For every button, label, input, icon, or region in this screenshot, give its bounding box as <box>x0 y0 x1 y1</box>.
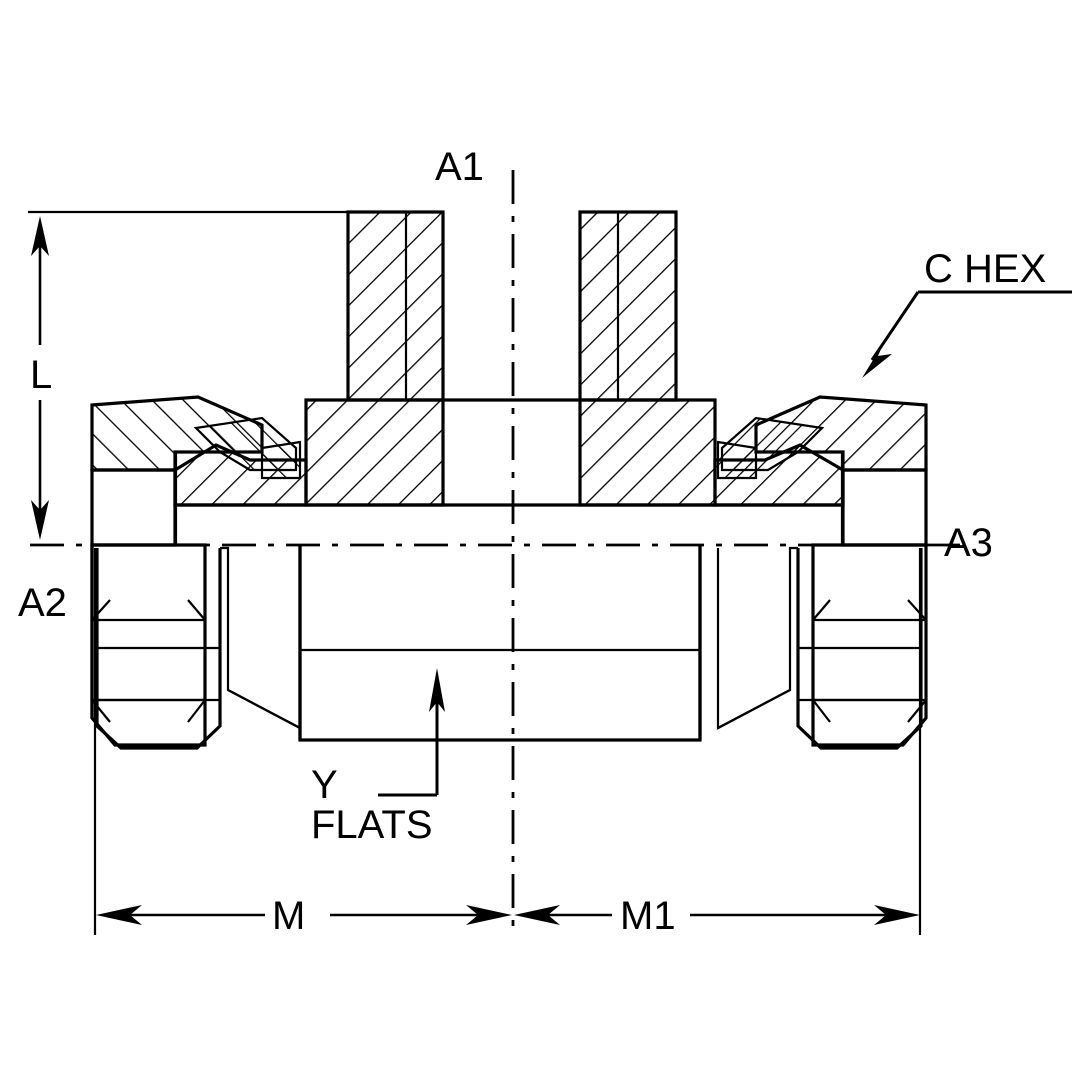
callout-A2: A2 <box>18 581 67 625</box>
dimension-label-A1: A1 <box>435 145 484 189</box>
M1-arrow-right <box>874 905 920 925</box>
c-hex-leader-angle <box>870 291 920 361</box>
L-arrow-up <box>31 216 49 256</box>
dimension-M-M1: M M1 <box>93 548 922 938</box>
dimension-L: L <box>28 210 352 540</box>
right-sleeve-nose <box>716 440 758 480</box>
callout-Y-FLATS: Y FLATS <box>311 668 445 847</box>
left-sleeve-nose <box>260 440 302 480</box>
centerlines <box>30 170 972 930</box>
right-nut-taper <box>716 546 798 730</box>
y-flats-arrowhead <box>429 668 445 712</box>
c-hex-arrowhead <box>862 342 892 378</box>
callout-C-HEX: C HEX <box>862 247 1072 378</box>
M-arrow-right <box>466 905 512 925</box>
M-arrow-left <box>96 905 142 925</box>
dimension-label-Y: Y <box>311 763 338 807</box>
run-body-hex-flats <box>298 545 702 742</box>
dimension-label-FLATS: FLATS <box>311 803 433 847</box>
dimension-label-C-HEX: C HEX <box>924 247 1046 291</box>
branch-left-wall <box>346 210 445 402</box>
branch-right-wall <box>578 210 678 402</box>
body-left-shoulder <box>304 398 445 507</box>
dimension-label-M1: M1 <box>620 894 676 938</box>
callout-A1: A1 <box>435 145 484 189</box>
left-nut-assembly <box>90 395 302 750</box>
callout-A3: A3 <box>944 521 993 565</box>
dimension-label-A3: A3 <box>944 521 993 565</box>
L-arrow-down <box>31 500 49 540</box>
dimension-label-L: L <box>30 353 52 397</box>
dimension-label-A2: A2 <box>18 581 67 625</box>
body-right-shoulder <box>578 398 717 507</box>
left-nut-hex-profile <box>95 548 222 750</box>
M1-arrow-left <box>514 905 560 925</box>
dimension-label-M: M <box>272 894 305 938</box>
